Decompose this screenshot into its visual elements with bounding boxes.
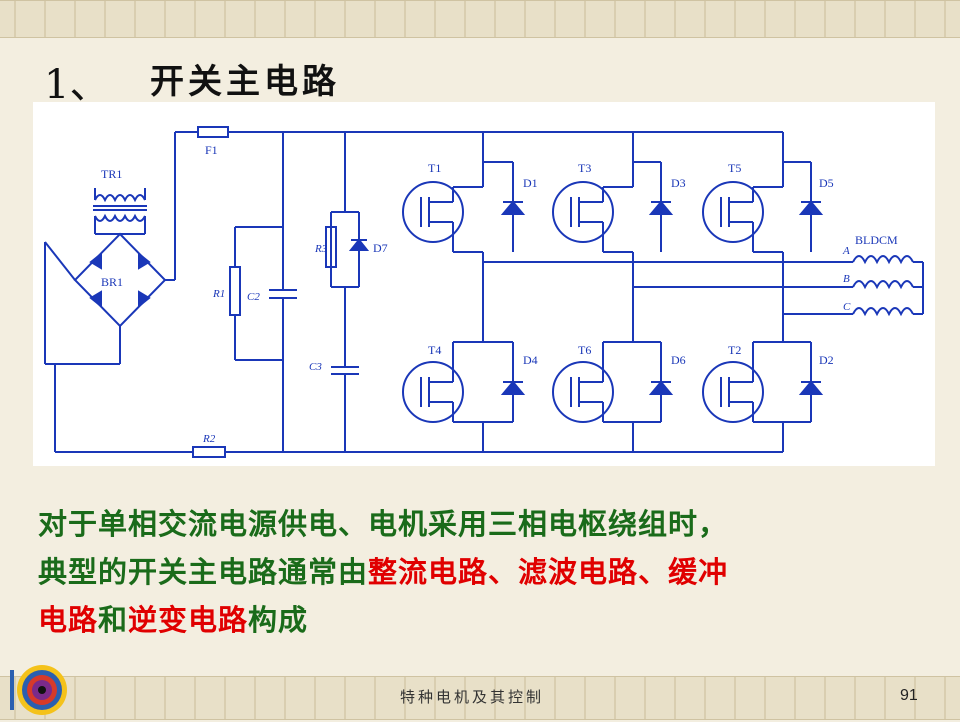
highlight-snubber: 缓冲 (668, 555, 729, 589)
label-d7: D7 (373, 241, 388, 255)
label-c3: C3 (309, 361, 322, 373)
label-d2: D2 (819, 353, 834, 367)
snubber-r3-d7-c3: R3 D7 C3 (309, 132, 388, 452)
highlight-rectifier: 整流电路 (368, 555, 489, 589)
caption-line-3: 电路和逆变电路构成 (38, 603, 309, 637)
filter-r1-c2: R1 C2 (212, 132, 297, 452)
label-t5: T5 (728, 161, 741, 175)
caption-line-2: 典型的开关主电路通常由整流电路、滤波电路、缓冲 (38, 555, 729, 589)
label-br1: BR1 (101, 275, 123, 289)
label-phase-c: C (843, 301, 851, 313)
switch-t2: T2 D2 (702, 341, 834, 452)
slide-title: 开关主电路 (150, 62, 340, 102)
transformer-tr1: TR1 (93, 167, 147, 234)
label-t1: T1 (428, 161, 441, 175)
label-t3: T3 (578, 161, 591, 175)
label-phase-b: B (843, 273, 850, 285)
decorative-top-border (0, 0, 960, 38)
label-r2: R2 (202, 433, 216, 445)
switch-t4: T4 D4 (402, 341, 538, 452)
label-r1: R1 (212, 288, 225, 300)
switch-t3: T3 D3 (552, 132, 686, 253)
label-t6: T6 (578, 343, 591, 357)
highlight-filter: 滤波电路 (518, 555, 639, 589)
label-r3: R3 (314, 243, 328, 255)
caption-line-1: 对于单相交流电源供电、电机采用三相电枢绕组时， (38, 507, 729, 541)
label-d5: D5 (819, 176, 834, 190)
label-d1: D1 (523, 176, 538, 190)
label-t4: T4 (428, 343, 441, 357)
label-c2: C2 (247, 291, 260, 303)
label-f1: F1 (205, 143, 218, 157)
highlight-inverter: 逆变电路 (128, 603, 249, 637)
page-number: 91 (900, 687, 918, 704)
label-phase-a: A (842, 245, 850, 257)
bridge-rectifier-br1: BR1 (73, 232, 167, 328)
label-d3: D3 (671, 176, 686, 190)
switch-t5: T5 D5 (702, 132, 834, 253)
footer-course-title: 特种电机及其控制 (400, 688, 545, 706)
caption-text: 对于单相交流电源供电、电机采用三相电枢绕组时， 典型的开关主电路通常由整流电路、… (38, 500, 938, 644)
label-d4: D4 (523, 353, 538, 367)
motor-windings (852, 255, 924, 317)
label-d6: D6 (671, 353, 686, 367)
label-motor: BLDCM (855, 233, 898, 247)
circular-motor-logo-icon (8, 662, 70, 718)
label-tr1: TR1 (101, 167, 122, 181)
section-number: 1、 (44, 62, 110, 108)
switch-t6: T6 D6 (552, 341, 686, 452)
label-t2: T2 (728, 343, 741, 357)
circuit-diagram: TR1 BR1 F1 R2 R1 (33, 102, 935, 466)
switch-t1: T1 D1 (402, 132, 538, 253)
